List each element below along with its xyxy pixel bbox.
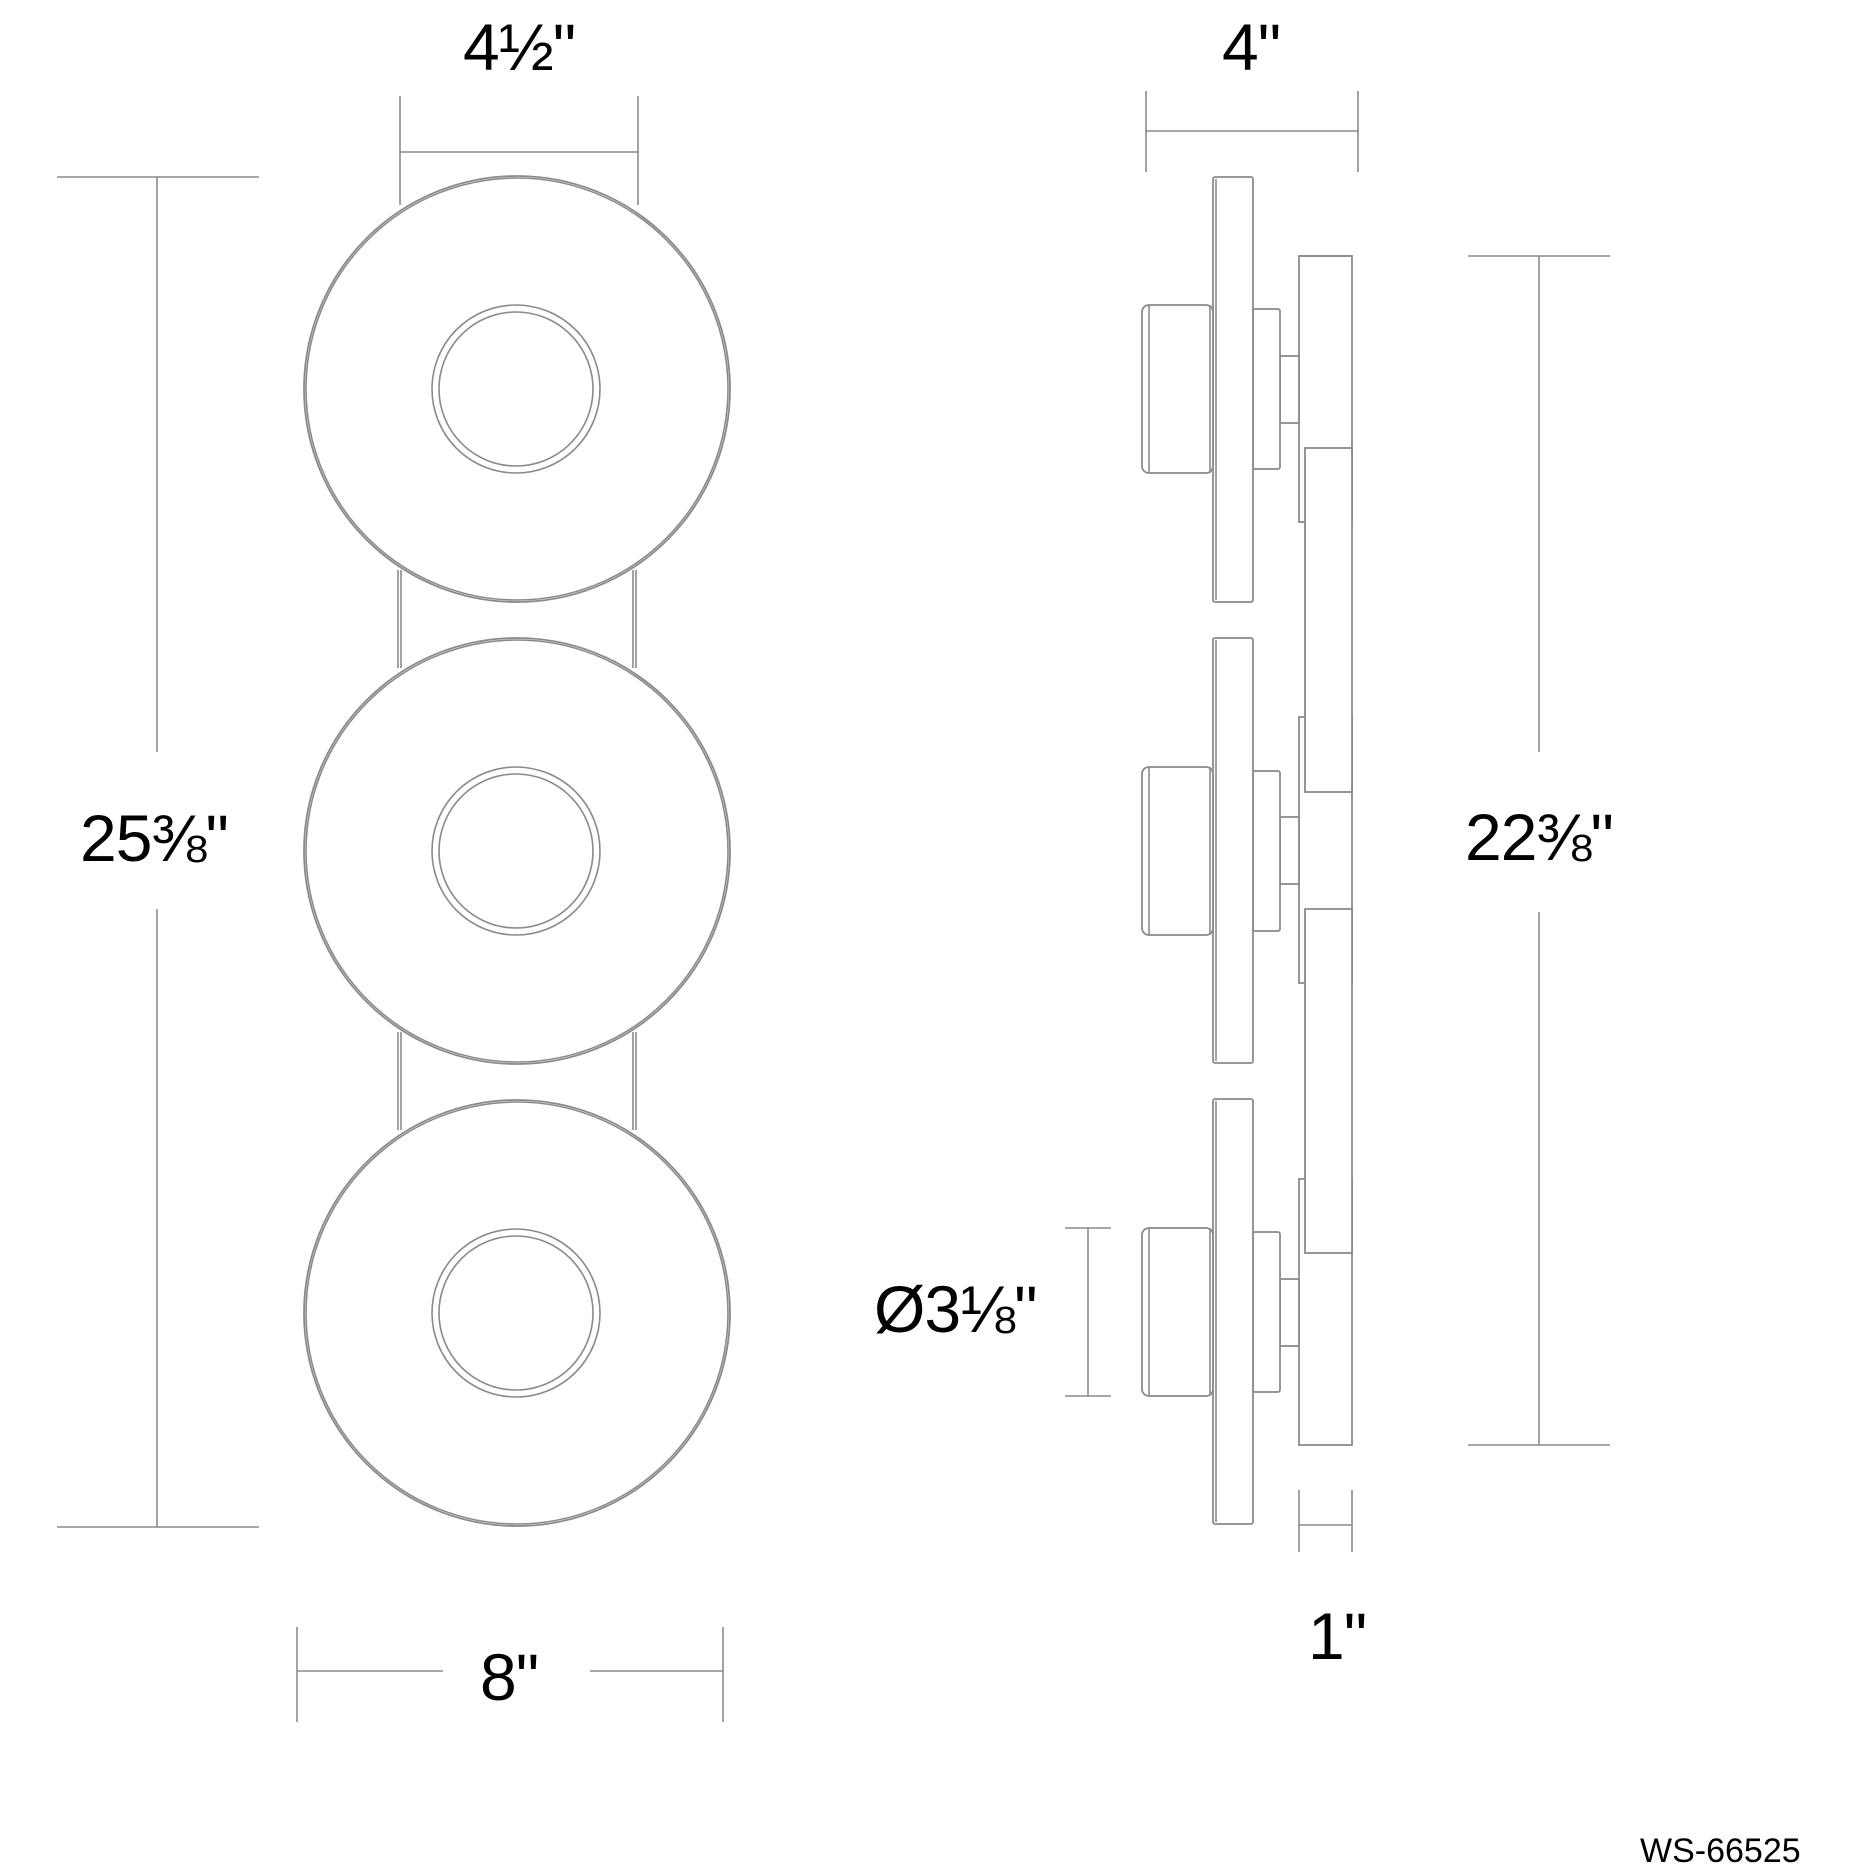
dim-line-overall-height — [57, 176, 259, 1528]
dim-label-overall-height: 25⅜" — [80, 801, 229, 875]
connector-bar-upper — [397, 570, 637, 668]
dim-label-backplate-depth: 1" — [1308, 1599, 1367, 1673]
front-view — [57, 96, 731, 1722]
side-unit-middle — [1141, 637, 1300, 1064]
dim-label-top-width: 4½" — [463, 10, 576, 84]
dim-label-backplate-height: 22⅜" — [1465, 800, 1614, 874]
dim-label-lens-diameter: Ø3⅛" — [874, 1272, 1038, 1346]
backplate — [1298, 255, 1353, 1446]
side-view — [1065, 91, 1610, 1552]
connector-bar-lower — [397, 1032, 637, 1130]
dim-line-top-width — [399, 96, 639, 205]
side-unit-top — [1141, 176, 1300, 603]
dim-line-overall-width — [296, 1627, 724, 1722]
disc-bottom — [303, 1099, 731, 1527]
dim-label-overall-width: 8" — [480, 1640, 539, 1714]
disc-middle — [303, 637, 731, 1065]
dim-label-side-depth: 4" — [1222, 10, 1281, 84]
side-unit-bottom — [1141, 1098, 1300, 1525]
dim-line-backplate-height — [1468, 255, 1610, 1446]
dim-line-lens-diameter — [1065, 1227, 1111, 1397]
dim-line-side-depth — [1145, 91, 1359, 172]
disc-top — [303, 175, 731, 603]
dim-line-backplate-depth — [1298, 1490, 1353, 1552]
model-number: WS-66525 — [1640, 1832, 1801, 1870]
